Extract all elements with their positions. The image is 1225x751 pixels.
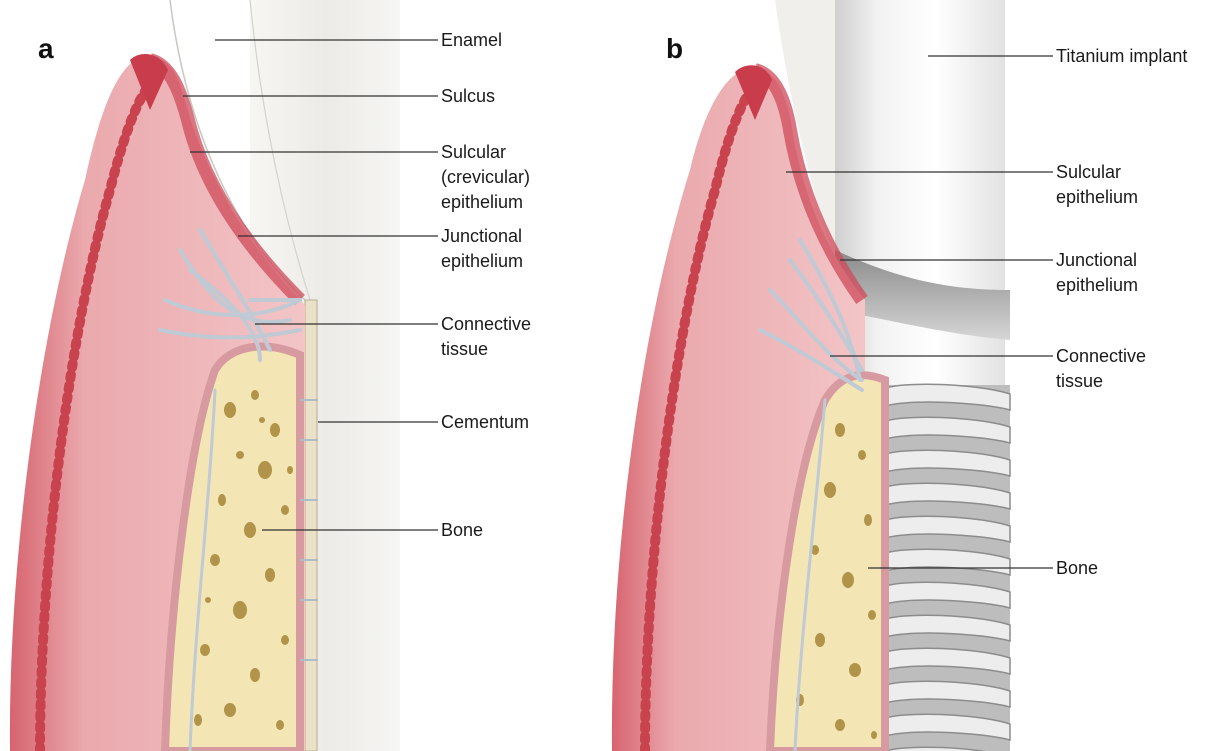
label-junctional-b-2: epithelium xyxy=(1056,275,1138,295)
label-titanium-implant: Titanium implant xyxy=(1056,46,1187,66)
label-enamel: Enamel xyxy=(441,30,502,50)
label-sulcular-b-2: epithelium xyxy=(1056,187,1138,207)
label-sulcular-a-3: epithelium xyxy=(441,192,523,212)
label-sulcular-b-1: Sulcular xyxy=(1056,162,1121,182)
label-junctional-b-1: Junctional xyxy=(1056,250,1137,270)
label-junctional-a-2: epithelium xyxy=(441,251,523,271)
panel-a-letter: a xyxy=(38,33,54,64)
label-bone-a: Bone xyxy=(441,520,483,540)
label-cementum: Cementum xyxy=(441,412,529,432)
label-sulcus: Sulcus xyxy=(441,86,495,106)
label-sulcular-a-1: Sulcular xyxy=(441,142,506,162)
panel-b xyxy=(612,0,1010,751)
panel-a xyxy=(10,0,400,751)
cementum xyxy=(305,300,317,751)
panel-b-letter: b xyxy=(666,33,683,64)
label-connective-b-1: Connective xyxy=(1056,346,1146,366)
label-bone-b: Bone xyxy=(1056,558,1098,578)
label-connective-a-2: tissue xyxy=(441,339,488,359)
label-connective-a-1: Connective xyxy=(441,314,531,334)
label-connective-b-2: tissue xyxy=(1056,371,1103,391)
label-sulcular-a-2: (crevicular) xyxy=(441,167,530,187)
label-junctional-a-1: Junctional xyxy=(441,226,522,246)
